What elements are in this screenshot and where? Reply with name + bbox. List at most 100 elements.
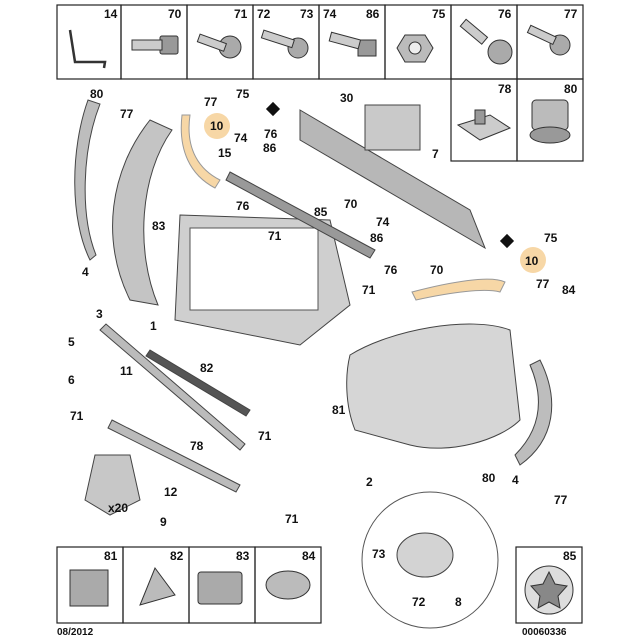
callout: 5 [68, 335, 75, 349]
callout: 71 [285, 512, 299, 526]
legend-num: 76 [498, 7, 512, 21]
callout: 82 [200, 361, 214, 375]
footer-ref: 00060336 [522, 627, 567, 638]
legend-num: 86 [366, 7, 380, 21]
grille-15 [225, 171, 376, 259]
bottom-legend-parts [69, 565, 574, 615]
callout: 86 [370, 231, 384, 245]
legend-num: 83 [236, 549, 250, 563]
callout: 3 [96, 307, 103, 321]
callout: 12 [164, 485, 178, 499]
screw-icon-77 [526, 24, 571, 56]
legend-num: 75 [432, 7, 446, 21]
callout: 74 [376, 215, 390, 229]
callout: 76 [236, 199, 250, 213]
legend-num: 70 [168, 7, 182, 21]
legend-num: 85 [563, 549, 577, 563]
callout: 77 [536, 277, 550, 291]
quantity-x20: x20 [108, 501, 128, 515]
marker-75b [499, 233, 515, 249]
legend-num: 72 [257, 7, 271, 21]
callout: 1 [150, 319, 157, 333]
legend-parts [68, 18, 571, 144]
wire-clip-icon [68, 29, 107, 69]
callout: 71 [268, 229, 282, 243]
callout: 71 [258, 429, 272, 443]
callout: 6 [68, 373, 75, 387]
bottom-legend-numbers: 81 82 83 84 85 [104, 549, 577, 563]
bolt-icon-74 [328, 31, 377, 57]
callout: 4 [82, 265, 89, 279]
callout: 70 [430, 263, 444, 277]
callout: 84 [562, 283, 576, 297]
legend-num: 82 [170, 549, 184, 563]
callout: 11 [120, 364, 133, 378]
legend-num: 14 [104, 7, 118, 21]
clip-icon-84 [265, 570, 311, 600]
clip-icon-83 [197, 571, 243, 605]
footer-date: 08/2012 [57, 627, 94, 638]
legend-num: 74 [323, 7, 337, 21]
trim-10-left [180, 114, 221, 189]
callout: 30 [340, 91, 354, 105]
markers [265, 101, 515, 249]
nut-icon-75 [396, 34, 434, 63]
bolt-icon-70 [131, 35, 179, 55]
legend-num: 73 [300, 7, 314, 21]
callout: 78 [190, 439, 204, 453]
strip-6 [99, 323, 246, 451]
callout: 71 [70, 409, 84, 423]
left-trim-4 [74, 99, 101, 261]
carrier-opening [189, 227, 319, 311]
top-legend [56, 4, 584, 162]
legend-cell-80 [516, 78, 584, 162]
fog-lamp-8 [396, 532, 454, 578]
right-trim-4 [514, 359, 553, 466]
clip-icon-81 [69, 569, 109, 607]
callout: 15 [218, 146, 232, 160]
callout: 9 [160, 515, 167, 529]
callout-highlight: 10 [210, 119, 224, 133]
legend-num: 77 [564, 7, 578, 21]
callout: 77 [204, 95, 218, 109]
legend-num: 80 [564, 82, 578, 96]
callout: 71 [362, 283, 376, 297]
legend-num: 78 [498, 82, 512, 96]
callout-labels: 80 77 4 5 3 6 71 11 1 82 83 76 77 10 76 … [68, 87, 576, 609]
top-legend-numbers: 14 70 71 72 73 74 86 75 76 77 78 80 [104, 7, 578, 96]
nut-insert-icon-80 [529, 99, 571, 144]
legend-cell-84 [254, 546, 322, 624]
screw-icon-71 [196, 33, 242, 59]
trim-10-right [411, 278, 506, 301]
callout: 76 [384, 263, 398, 277]
callout: 81 [332, 403, 346, 417]
callout: 4 [512, 473, 519, 487]
bottom-legend [56, 546, 583, 624]
highlight-10-right [520, 247, 546, 273]
callout: 75 [544, 231, 558, 245]
callout: 86 [263, 141, 277, 155]
clip-icon-78 [456, 109, 512, 141]
callout-highlight: 10 [525, 254, 539, 268]
callout: 85 [314, 205, 328, 219]
clip-icon-82 [139, 566, 176, 606]
strip-11 [145, 349, 251, 417]
legend-num: 84 [302, 549, 316, 563]
callout: 77 [120, 107, 134, 121]
callout: 76 [264, 127, 278, 141]
callout: 74 [234, 131, 248, 145]
bracket-9 [84, 454, 141, 516]
foam-30 [364, 104, 421, 151]
callout: 2 [366, 475, 373, 489]
callout: 72 [412, 595, 426, 609]
callout: 7 [432, 147, 439, 161]
highlight-10-left [204, 113, 230, 139]
callout: 73 [372, 547, 386, 561]
beam-7 [299, 109, 486, 250]
bracket-3 [112, 119, 173, 306]
callout: 8 [455, 595, 462, 609]
legend-cell-85 [515, 546, 583, 624]
callout: 70 [344, 197, 358, 211]
callout: 83 [152, 219, 166, 233]
